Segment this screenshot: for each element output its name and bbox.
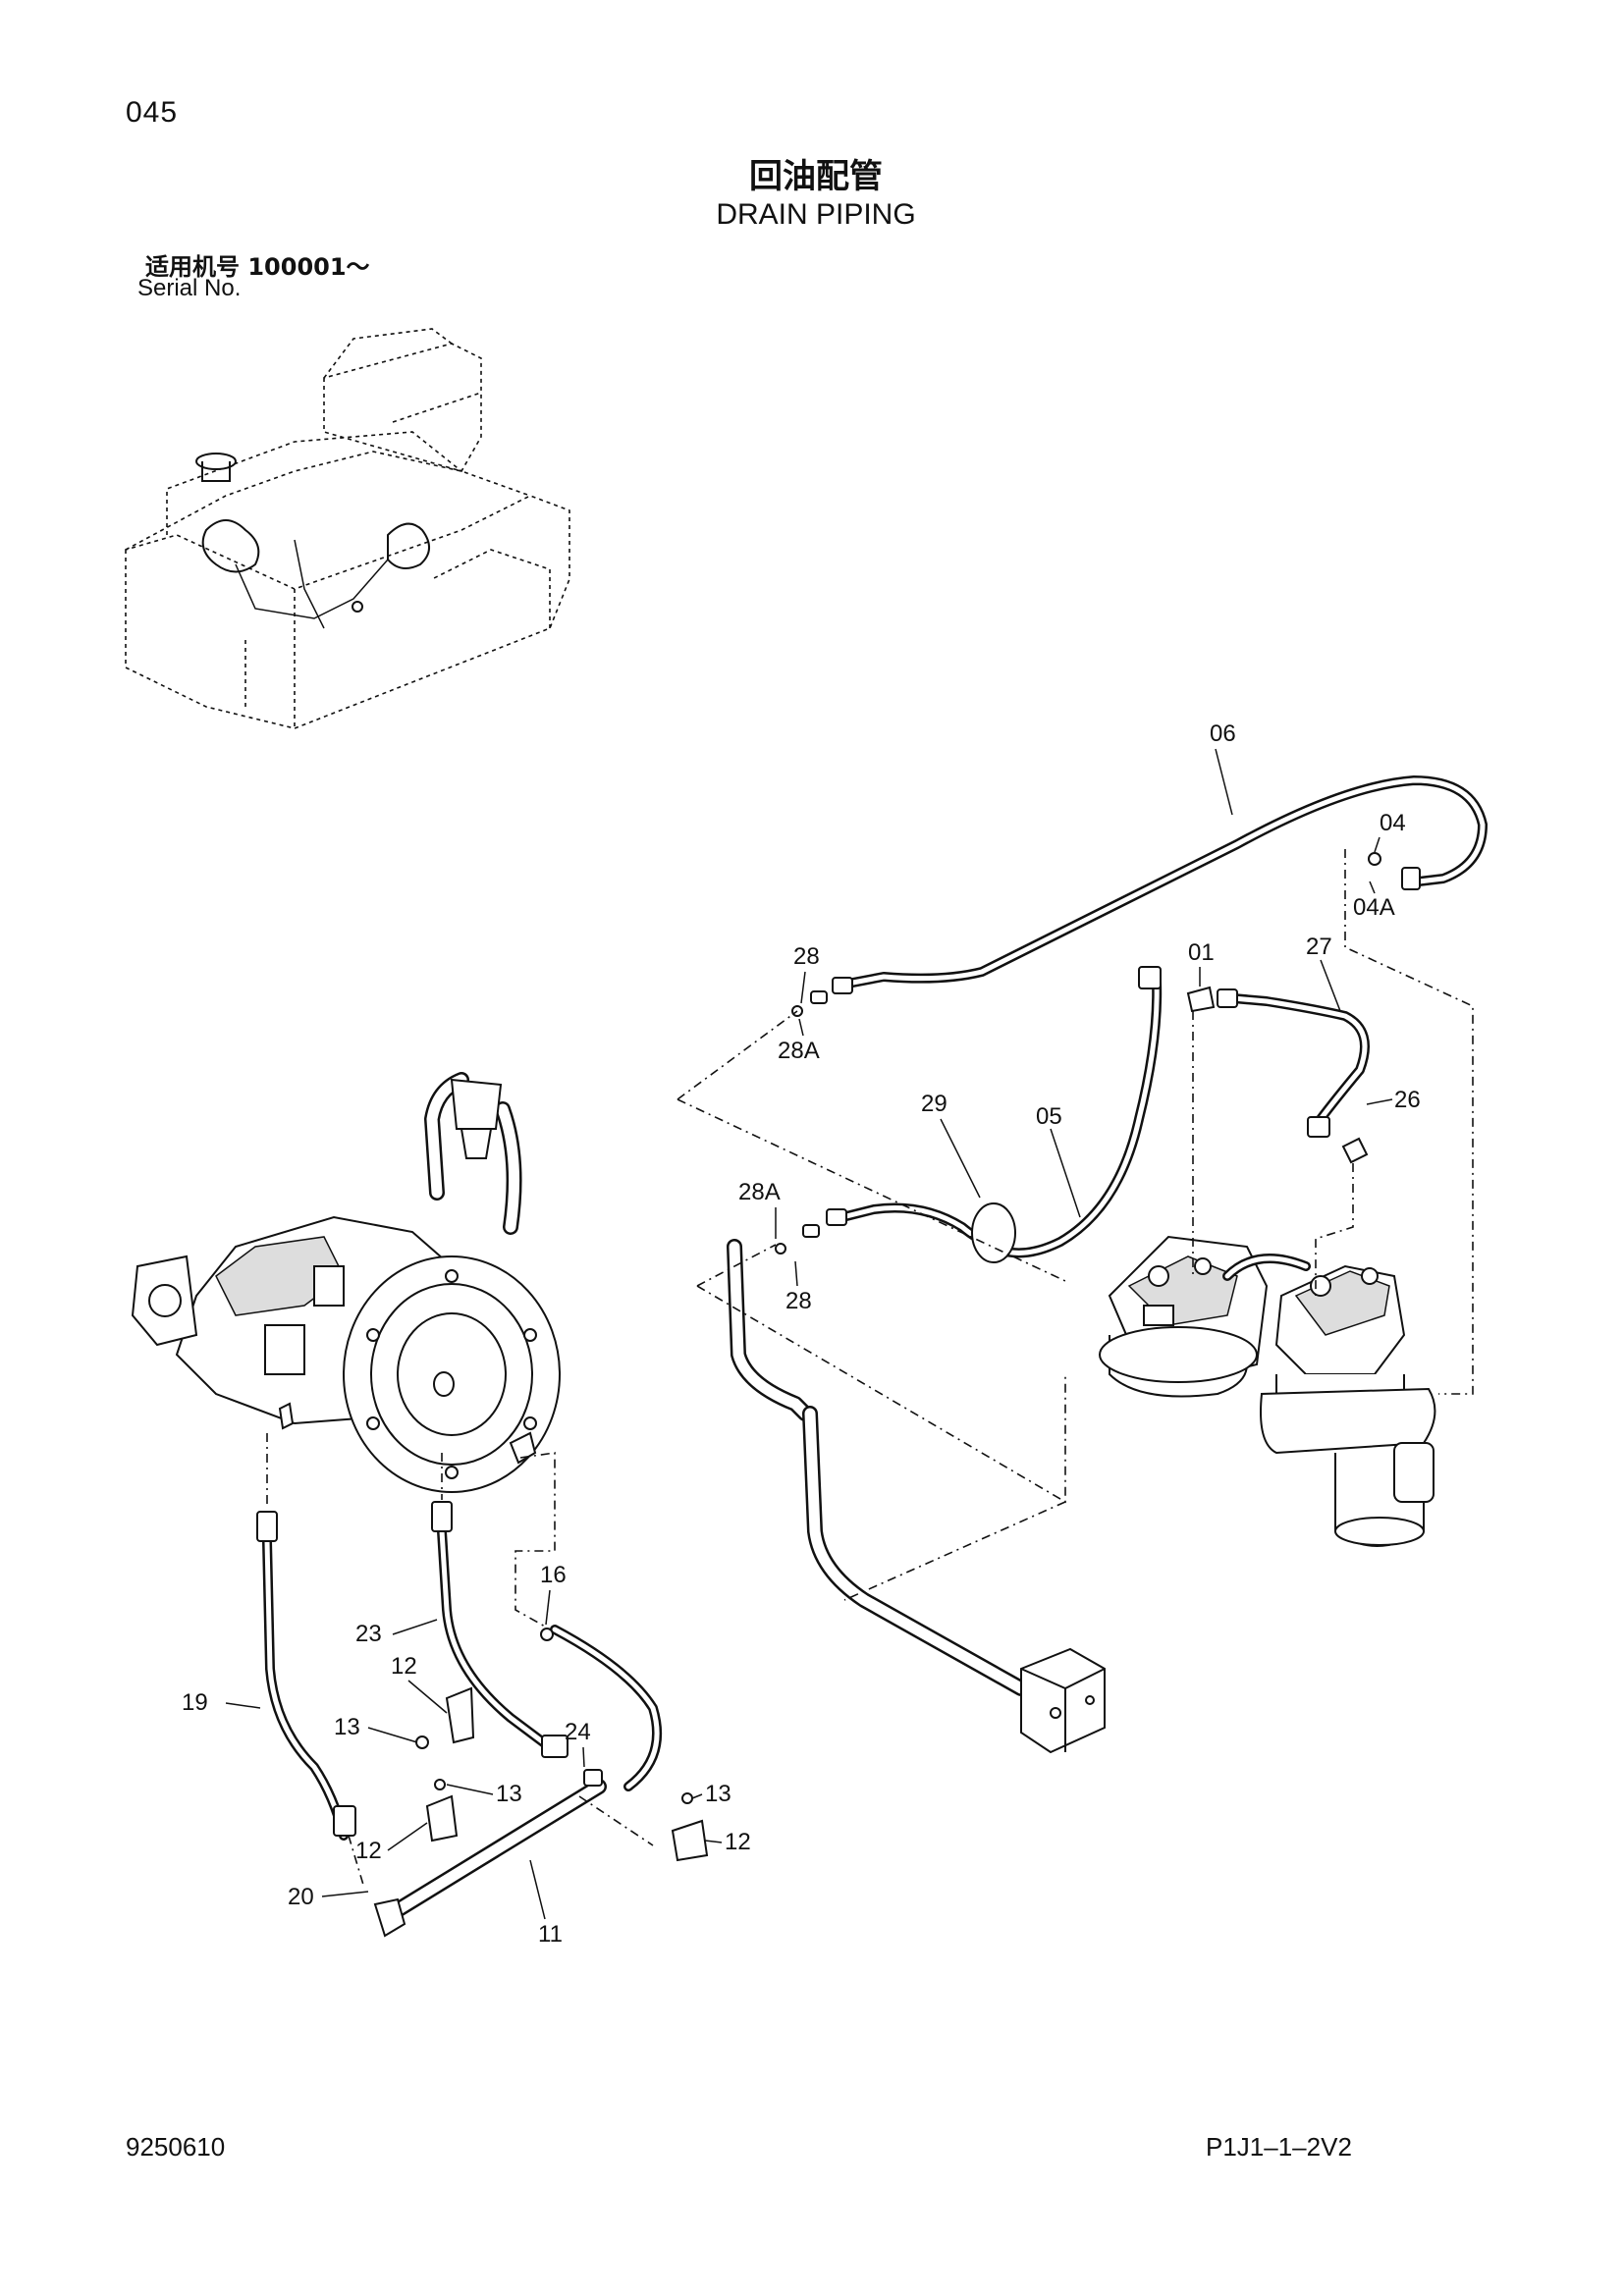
drain-hoses-left [256,1501,709,1938]
figure-code: P1J1–1–2V2 [1206,2132,1352,2162]
callout-13-a: 13 [334,1714,360,1740]
serial-number-label-english: Serial No. [137,275,242,301]
callout-04a: 04A [1353,894,1395,921]
callout-12-b: 12 [355,1838,382,1864]
callout-leader-lines [225,748,1393,1920]
page-number: 045 [126,96,179,129]
left-guide-lines [266,1433,654,1886]
hydraulic-pump-assembly [131,1072,561,1493]
callout-06: 06 [1210,721,1236,747]
callout-19: 19 [182,1689,208,1716]
page-title-english: DRAIN PIPING [716,198,916,231]
callout-13-c: 13 [705,1781,731,1807]
callout-12-c: 12 [725,1829,751,1855]
callout-23: 23 [355,1621,382,1647]
callout-16: 16 [540,1562,567,1588]
callout-01: 01 [1188,939,1215,966]
callout-11: 11 [538,1921,563,1948]
assembly-guide-lines [677,849,1474,1601]
callout-26: 26 [1394,1087,1421,1113]
callout-28-mid: 28 [785,1288,812,1314]
page-title-chinese: 回油配管 [749,157,883,196]
serial-number-label-chinese: 适用机号 100001～ [145,253,370,281]
callout-20: 20 [288,1884,314,1910]
callout-05: 05 [1036,1103,1062,1130]
callout-labels: 06 04 04A 28 28A 01 27 26 29 05 28A 28 1… [182,721,1421,1948]
callout-27: 27 [1306,934,1332,960]
callout-24: 24 [565,1719,591,1745]
document-code: 9250610 [126,2132,226,2162]
callout-04: 04 [1380,810,1406,836]
machine-overview-illustration [125,328,570,729]
callout-28a-mid: 28A [738,1179,781,1205]
callout-12-a: 12 [391,1653,417,1680]
callout-28-top: 28 [793,943,820,970]
callout-13-b: 13 [496,1781,522,1807]
callout-28a-top: 28A [778,1038,820,1064]
callout-29: 29 [921,1091,947,1117]
swing-motor-assembly [727,775,1488,1754]
